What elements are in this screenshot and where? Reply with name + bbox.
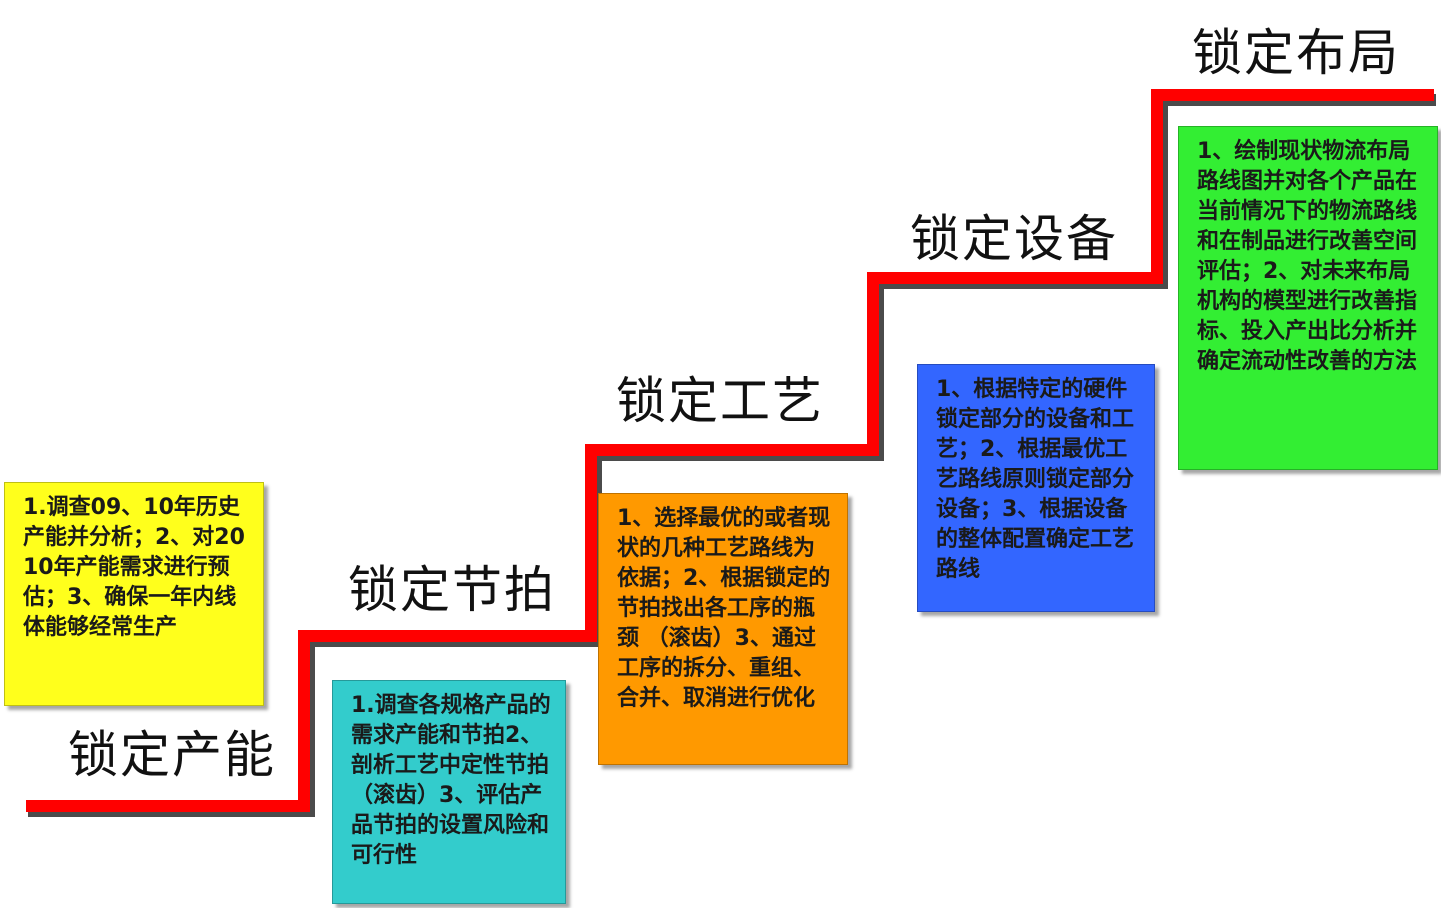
- step-box-takt: 1.调查各规格产品的需求产能和节拍2、剖析工艺中定性节拍（滚齿）3、评估产品节拍…: [332, 680, 566, 904]
- step-box-layout: 1、绘制现状物流布局路线图并对各个产品在当前情况下的物流路线和在制品进行改善空间…: [1178, 126, 1438, 470]
- step-title-capacity: 锁定产能: [68, 726, 276, 784]
- step-title-layout: 锁定布局: [1192, 24, 1400, 82]
- step-box-equipment: 1、根据特定的硬件锁定部分的设备和工艺；2、根据最优工艺路线原则锁定部分设备；3…: [917, 364, 1155, 612]
- step-box-process: 1、选择最优的或者现状的几种工艺路线为依据；2、根据锁定的节拍找出各工序的瓶颈 …: [598, 493, 848, 765]
- staircase-red-line: [26, 89, 1434, 812]
- step-box-capacity: 1.调查09、10年历史产能并分析；2、对2010年产能需求进行预估；3、确保一…: [4, 482, 264, 706]
- step-title-process: 锁定工艺: [616, 372, 824, 430]
- step-title-equipment: 锁定设备: [910, 210, 1118, 268]
- step-title-takt: 锁定节拍: [348, 561, 556, 619]
